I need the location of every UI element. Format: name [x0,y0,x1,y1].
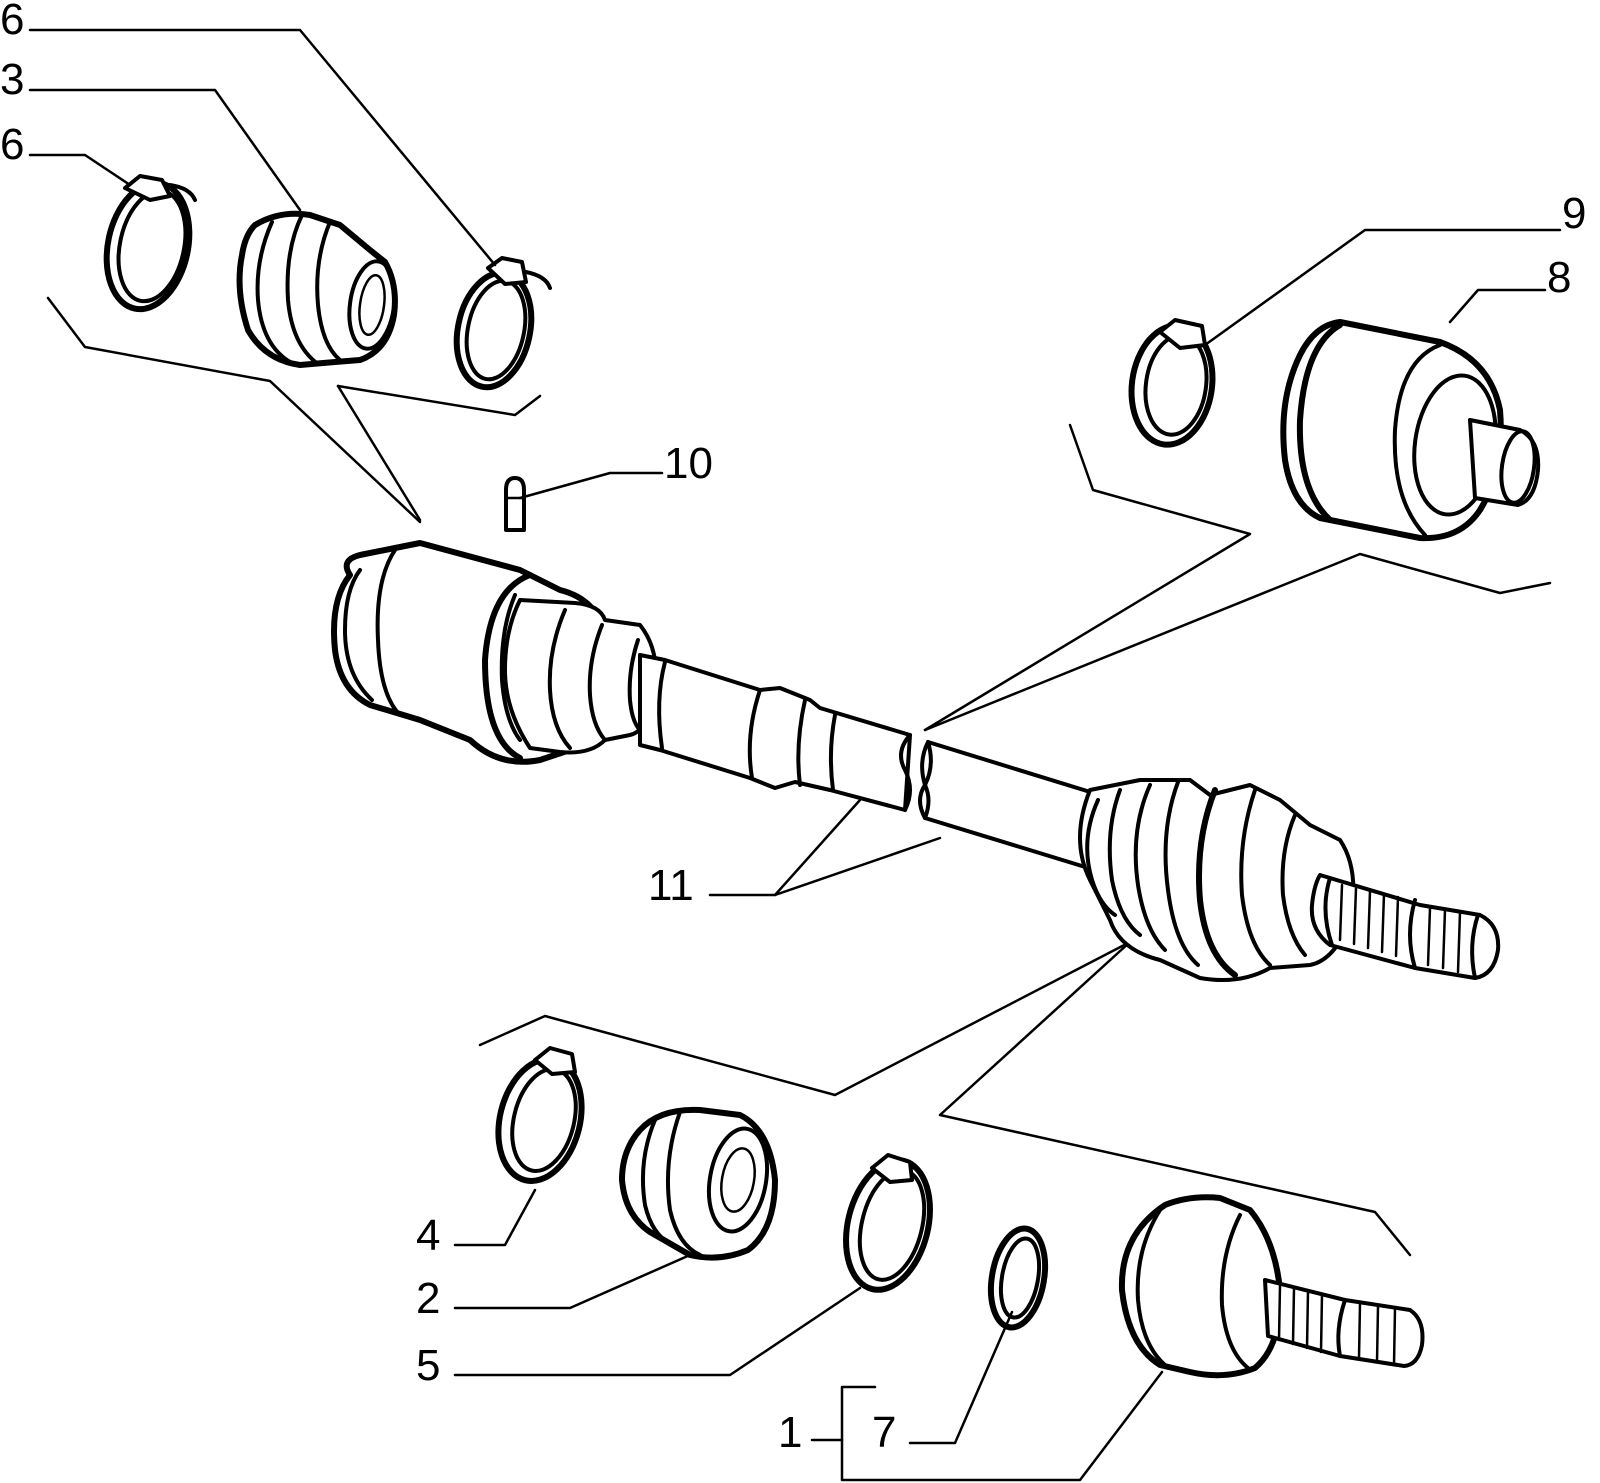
callout-10: 10 [664,439,713,488]
callout-5: 5 [416,1341,440,1390]
leader-5 [453,1286,862,1377]
callout-1: 1 [778,1408,802,1457]
callout-4: 4 [416,1211,440,1260]
leader-4 [453,1188,537,1247]
leader-7 [908,1310,1014,1445]
leader-2 [453,1253,692,1310]
part-7-ring [987,1225,1049,1331]
part-5-clamp [843,1153,933,1293]
callout-2: 2 [416,1274,440,1323]
part-4-clamp [495,1046,585,1184]
group-bracket-upper-right [923,423,1552,732]
inner-joint-boot [503,598,658,755]
callout-6a: 6 [0,0,24,44]
driveshaft-assembly [331,540,1501,982]
leader-9 [1203,228,1562,347]
part-8-inner-joint [1280,319,1541,542]
part-2-boot [619,1106,778,1261]
group-bracket-upper-left [46,296,542,524]
leader-6a [28,28,497,267]
callout-labels: 6 3 6 10 9 8 11 4 2 5 7 1 [0,0,1586,1457]
part-1-outer-joint [1118,1194,1425,1379]
part-9-clamp [1128,318,1216,448]
shaft-left-section [638,653,912,812]
callout-9: 9 [1562,189,1586,238]
callout-3: 3 [0,55,24,104]
part-6-clamp-left [103,174,197,313]
shaft-right-section [918,740,1102,872]
callout-7: 7 [872,1408,896,1457]
leader-lines [28,28,1562,1482]
group-bracket-lower [478,940,1412,1257]
bracket-1 [840,1370,1164,1482]
leader-6b [28,153,132,187]
callout-6b: 6 [0,120,24,169]
leader-8 [1448,288,1547,324]
leader-11b [773,836,942,897]
callout-11: 11 [648,861,694,910]
callout-8: 8 [1547,253,1571,302]
leader-11a [708,798,862,897]
part-3-boot [236,210,398,368]
leader-3 [28,88,302,212]
part-10-pin [504,476,526,532]
part-6-clamp-right [453,256,552,391]
leader-10 [518,471,664,500]
